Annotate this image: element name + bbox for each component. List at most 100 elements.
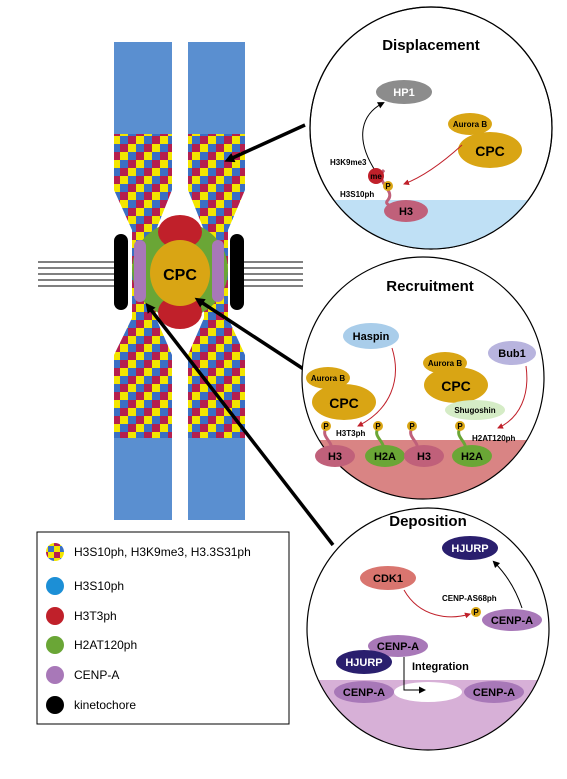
aurora-b-label: Aurora B — [311, 374, 345, 383]
legend-label: H2AT120ph — [74, 638, 137, 652]
legend-item: H3S10ph, H3K9me3, H3.3S31ph — [46, 543, 251, 561]
integration-arrow — [403, 657, 426, 694]
phospho-label: P — [457, 422, 463, 431]
h3t3ph-region-top — [158, 215, 202, 249]
cpc-label: CPC — [475, 143, 505, 159]
spindle-lines-right — [240, 261, 303, 287]
legend-item: H3S10ph — [46, 577, 124, 595]
cenp-a-right — [482, 609, 542, 631]
phospho-label: P — [385, 182, 391, 191]
bub1 — [488, 341, 536, 365]
deposition-arrow — [145, 302, 335, 547]
kinetochore-right — [230, 234, 244, 310]
cpc-left — [312, 384, 376, 420]
displacement-panel: Displacement HP1 Aurora B CPC H3K9me3 me… — [309, 6, 553, 250]
hjurp-mid — [336, 650, 392, 674]
chromatin-band — [310, 200, 552, 249]
cdk1-label: CDK1 — [373, 573, 403, 585]
kinetochore-left — [114, 234, 128, 310]
legend-box — [36, 531, 290, 725]
cenp-a-label: CENP-A — [491, 615, 533, 627]
hjurp-top — [442, 536, 498, 560]
legend-swatch-checker — [46, 543, 64, 561]
haspin — [343, 323, 399, 349]
panel-title: Recruitment — [386, 278, 474, 295]
phospho-label: P — [323, 422, 329, 431]
haspin-label: Haspin — [353, 331, 390, 343]
cdk1 — [360, 566, 416, 590]
legend-swatch — [46, 636, 64, 654]
legend-label: H3T3ph — [74, 609, 117, 623]
phospho-mark — [407, 421, 417, 431]
hp1-label: HP1 — [393, 87, 414, 99]
cdk1-arrow — [403, 589, 471, 619]
legend-label: CENP-A — [74, 668, 119, 682]
h2a-histone — [365, 445, 405, 467]
cenp-a-label: CENP-A — [343, 687, 385, 699]
spindle-lines-left — [38, 261, 118, 287]
hjurp-label: HJURP — [451, 543, 488, 555]
methyl-label: me — [370, 172, 382, 181]
phospho-mark — [321, 421, 331, 431]
chromatid-left-lower-arm — [114, 438, 172, 520]
h3-histone — [315, 445, 355, 467]
h3-histone — [384, 200, 428, 222]
aurora-b-left — [306, 367, 350, 389]
cenp-a-label: CENP-A — [377, 641, 419, 653]
phosphorylation-arrow — [403, 144, 463, 186]
h2at120ph-label: H2AT120ph — [472, 434, 516, 443]
chromatid-right-upper-arm — [188, 42, 245, 134]
cenp-a-right — [212, 240, 224, 302]
phospho-mark — [383, 181, 393, 191]
phospho-mark — [373, 421, 383, 431]
h3t3ph-label: H3T3ph — [336, 429, 365, 438]
integration-label: Integration — [412, 661, 469, 673]
phospho-label: P — [473, 608, 479, 617]
h2a-label: H2A — [461, 451, 483, 463]
h3s10ph-label: H3S10ph — [340, 190, 374, 199]
legend-label: kinetochore — [74, 698, 136, 712]
legend-item: CENP-A — [46, 666, 119, 684]
cpc-complex — [150, 240, 210, 306]
cenp-a-left — [134, 240, 146, 302]
aurora-b-label: Aurora B — [453, 120, 487, 129]
cpc-label: CPC — [163, 267, 197, 284]
h2a-histone — [452, 445, 492, 467]
legend-swatch — [46, 607, 64, 625]
hp1 — [376, 80, 432, 104]
legend-item: H2AT120ph — [46, 636, 137, 654]
cenp-a-label: CENP-A — [473, 687, 515, 699]
legend-item: kinetochore — [46, 696, 136, 714]
phospho-mark — [455, 421, 465, 431]
h3k9me3-label: H3K9me3 — [330, 158, 367, 167]
cpc-label: CPC — [329, 395, 359, 411]
legend: H3S10ph, H3K9me3, H3.3S31ph H3S10ph H3T3… — [36, 531, 290, 725]
bub1-arrow — [497, 365, 528, 429]
phospho-label: P — [409, 422, 415, 431]
integration-gap — [394, 682, 462, 702]
legend-swatch — [46, 577, 64, 595]
phospho-label: P — [375, 422, 381, 431]
legend-swatch — [46, 696, 64, 714]
displacement-arrow — [224, 123, 306, 163]
methyl-mark — [368, 168, 384, 184]
h3-label: H3 — [417, 451, 431, 463]
cenp-as68ph-label: CENP-AS68ph — [442, 594, 497, 603]
aurora-b — [448, 113, 492, 135]
panel-title: Deposition — [389, 513, 467, 530]
h3-label: H3 — [328, 451, 342, 463]
cpc — [458, 132, 522, 168]
cenp-a-mid — [368, 635, 428, 657]
deposition-panel: Deposition HJURP CDK1 CENP-AS68ph P CENP… — [306, 507, 550, 751]
cpc-mid — [424, 367, 488, 403]
aurora-b-label: Aurora B — [428, 359, 462, 368]
legend-label: H3S10ph — [74, 579, 124, 593]
haspin-arrow — [357, 347, 396, 427]
cpc-label: CPC — [441, 378, 471, 394]
recruitment-panel: Recruitment Haspin Bub1 Aurora B CPC Aur… — [301, 256, 545, 500]
chromosome: CPC — [38, 42, 303, 520]
chromatid-right-lower-arm — [188, 438, 245, 520]
legend-item: H3T3ph — [46, 607, 117, 625]
cenp-a-left — [334, 681, 394, 703]
